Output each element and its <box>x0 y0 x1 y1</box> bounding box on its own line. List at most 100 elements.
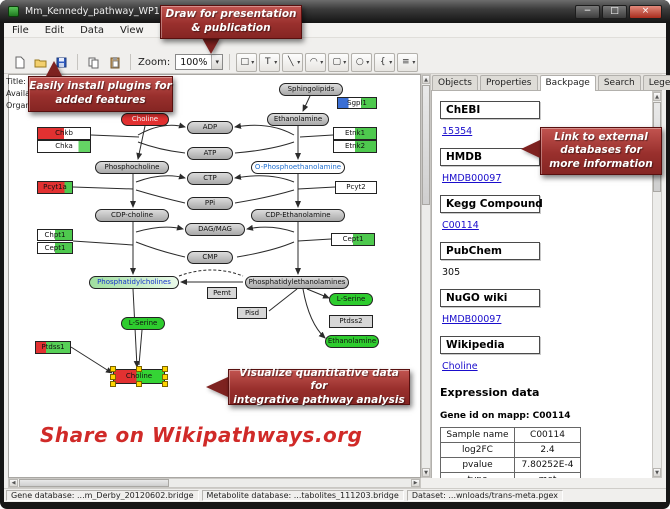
tab-legend[interactable]: Legend <box>642 75 670 90</box>
pathway-node-cdp-ethanolamine[interactable]: CDP-Ethanolamine <box>251 209 345 222</box>
backpage-section-wikipedia: Wikipedia <box>440 336 540 354</box>
pathway-node-cmp[interactable]: CMP <box>187 251 233 264</box>
selection-handle[interactable] <box>136 381 142 387</box>
close-button[interactable]: × <box>629 4 662 19</box>
toolbar-separator <box>229 54 231 70</box>
pathway-node-ppi[interactable]: PPi <box>187 197 233 210</box>
pathway-node-sgpl1[interactable]: Sgpl1 <box>337 97 377 109</box>
chevron-down-icon[interactable]: ▾ <box>211 55 223 69</box>
rect-tool[interactable]: ▢▾ <box>328 52 350 72</box>
tab-backpage[interactable]: Backpage <box>539 75 596 91</box>
new-file-button[interactable] <box>10 53 29 72</box>
canvas-vertical-scrollbar[interactable]: ▲ ▼ <box>421 74 431 478</box>
selection-handle[interactable] <box>110 381 116 387</box>
nugo-link[interactable]: HMDB00097 <box>442 314 502 325</box>
pathway-node-etnk1[interactable]: Etnk1 <box>333 127 377 140</box>
selection-handle[interactable] <box>162 366 168 372</box>
backpage-section-chebi: ChEBI <box>440 101 540 119</box>
pathway-node-choline[interactable]: Choline <box>121 113 169 126</box>
minimize-button[interactable]: − <box>575 4 600 19</box>
pathway-node-o-phosphoethanolamine[interactable]: O-Phosphoethanolamine <box>251 161 345 174</box>
datanode-tool[interactable]: □▾ <box>236 52 258 72</box>
pathway-node-ethanolamine[interactable]: Ethanolamine <box>325 335 379 348</box>
chevron-down-icon: ▾ <box>412 58 416 66</box>
pathway-node-ptdss1[interactable]: Ptdss1 <box>35 341 71 354</box>
brace-tool[interactable]: {▾ <box>374 52 396 72</box>
open-file-button[interactable] <box>31 53 50 72</box>
wikipedia-link[interactable]: Choline <box>442 361 478 372</box>
chevron-down-icon: ▾ <box>274 58 278 66</box>
pathway-node-chpt1[interactable]: Chpt1 <box>37 229 73 241</box>
scroll-up-icon[interactable]: ▲ <box>422 75 430 84</box>
scroll-left-icon[interactable]: ◀ <box>9 479 18 487</box>
copy-button[interactable] <box>84 53 103 72</box>
label-tool[interactable]: T▾ <box>259 52 281 72</box>
pathway-organism-label: Organism: <box>6 101 48 110</box>
arc-tool[interactable]: ◠▾ <box>305 52 327 72</box>
pathway-node-phosphatidylethanolamines[interactable]: Phosphatidylethanolamines <box>245 276 349 289</box>
pathway-node-phosphocholine[interactable]: Phosphocholine <box>95 161 169 174</box>
pathway-node-cept1[interactable]: Cept1 <box>37 242 73 254</box>
pathway-node-l-serine[interactable]: L-Serine <box>121 317 165 330</box>
title-bar[interactable]: Mm_Kennedy_pathway_WP1771_45176.gp... − … <box>0 0 670 23</box>
pathway-node-atp[interactable]: ATP <box>187 147 233 160</box>
zoom-label: Zoom: <box>138 56 171 68</box>
scrollbar-thumb[interactable] <box>19 479 169 487</box>
template-tool[interactable]: ≡▾ <box>397 52 419 72</box>
chevron-down-icon: ▾ <box>389 58 393 66</box>
pathway-node-adp[interactable]: ADP <box>187 121 233 134</box>
selection-handle[interactable] <box>110 366 116 372</box>
pathway-title-label: Title: <box>6 77 26 86</box>
callout-install-plugins: Easily install plugins for added feature… <box>28 76 173 112</box>
menu-file[interactable]: File <box>12 24 29 36</box>
selection-handle[interactable] <box>136 366 142 372</box>
canvas-horizontal-scrollbar[interactable]: ◀ ▶ <box>8 478 421 488</box>
pathway-node-pisd[interactable]: Pisd <box>237 307 267 319</box>
oval-tool[interactable]: ○▾ <box>351 52 373 72</box>
pathway-node-phosphatidylcholines[interactable]: Phosphatidylcholines <box>89 276 179 289</box>
pathway-node-ctp[interactable]: CTP <box>187 172 233 185</box>
paste-button[interactable] <box>105 53 124 72</box>
backpage-section-pubchem: PubChem <box>440 242 540 260</box>
pathway-node-etnk2[interactable]: Etnk2 <box>333 140 377 153</box>
hmdb-link[interactable]: HMDB00097 <box>442 173 502 184</box>
pathway-node-choline[interactable]: Choline <box>110 366 168 387</box>
pathway-node-sphingolipids[interactable]: Sphingolipids <box>279 83 343 96</box>
scroll-down-icon[interactable]: ▼ <box>422 468 430 477</box>
chebi-link[interactable]: 15354 <box>442 126 473 137</box>
pathway-node-cept1[interactable]: Cept1 <box>331 233 375 246</box>
pathway-node-pcyt2[interactable]: Pcyt2 <box>335 181 377 194</box>
pathway-node-ethanolamine[interactable]: Ethanolamine <box>267 113 329 126</box>
tab-objects[interactable]: Objects <box>432 75 479 90</box>
pathway-node-ptdss2[interactable]: Ptdss2 <box>329 315 373 328</box>
maximize-button[interactable]: □ <box>602 4 627 19</box>
scroll-up-icon[interactable]: ▲ <box>653 92 661 101</box>
menu-data[interactable]: Data <box>80 24 104 36</box>
callout-pointer-left <box>521 140 540 158</box>
tab-properties[interactable]: Properties <box>480 75 538 90</box>
pathway-node-cdp-choline[interactable]: CDP-choline <box>95 209 169 222</box>
arc-icon: ◠ <box>309 57 318 67</box>
scroll-down-icon[interactable]: ▼ <box>653 468 661 477</box>
chevron-down-icon: ▾ <box>343 58 347 66</box>
menu-view[interactable]: View <box>120 24 144 36</box>
pathway-node-pcyt1a[interactable]: Pcyt1a <box>37 181 73 194</box>
scroll-right-icon[interactable]: ▶ <box>411 479 420 487</box>
pathway-node-chkb[interactable]: Chkb <box>37 127 91 140</box>
selection-handle[interactable] <box>162 373 168 380</box>
selection-handle[interactable] <box>110 373 116 380</box>
selection-handle[interactable] <box>162 381 168 387</box>
pathway-node-l-serine[interactable]: L-Serine <box>329 293 373 306</box>
tab-search[interactable]: Search <box>597 75 641 90</box>
scrollbar-thumb[interactable] <box>422 85 430 205</box>
pathway-node-pemt[interactable]: Pemt <box>207 287 237 299</box>
menu-edit[interactable]: Edit <box>44 24 65 36</box>
line-tool[interactable]: ╲▾ <box>282 52 304 72</box>
pathway-node-dag-mag[interactable]: DAG/MAG <box>185 223 245 236</box>
expression-data-heading: Expression data <box>440 386 540 399</box>
kegg-link[interactable]: C00114 <box>442 220 479 231</box>
pathway-node-chka[interactable]: Chka <box>37 140 91 153</box>
zoom-combobox[interactable]: 100% ▾ <box>175 54 224 70</box>
